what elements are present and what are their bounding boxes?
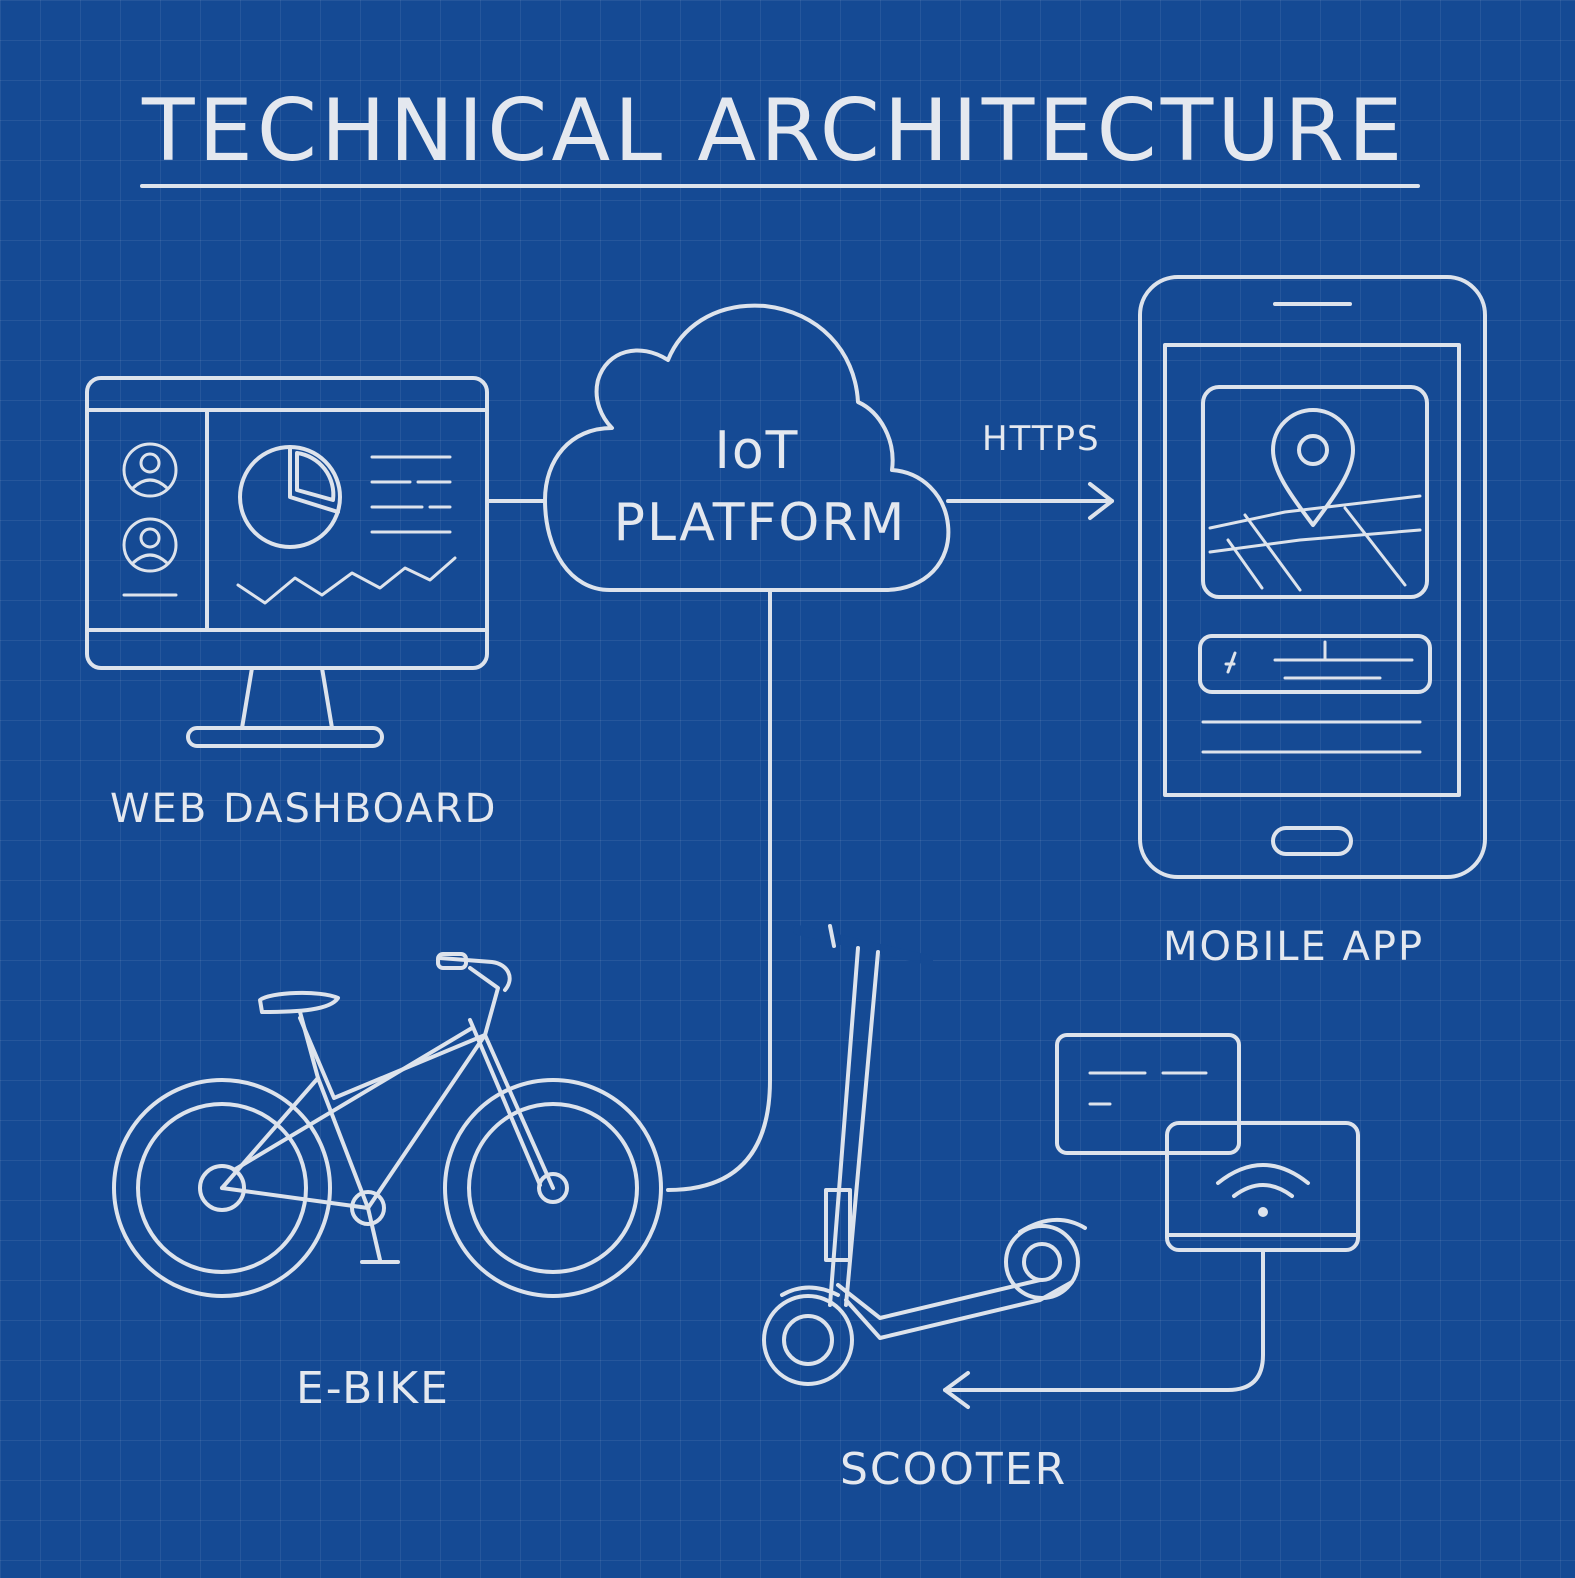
bicycle-icon	[112, 952, 663, 1298]
user-avatar-icon	[122, 517, 178, 573]
cloud-label-line1: IoT	[715, 421, 800, 481]
pie-chart-icon	[238, 445, 342, 549]
scooter-label: SCOOTER	[840, 1444, 1067, 1495]
connector-cloud-devices	[666, 590, 772, 1192]
smartphone-icon	[1138, 275, 1487, 879]
mobile-app-label: MOBILE APP	[1163, 924, 1424, 970]
connector-cloud-mobile	[946, 482, 1114, 520]
wifi-module-icon	[1055, 1033, 1360, 1252]
scooter-icon	[762, 924, 1087, 1386]
https-label: HTTPS	[982, 419, 1101, 459]
monitor-icon	[85, 376, 489, 748]
web-dashboard-label: WEB DASHBOARD	[110, 786, 497, 832]
cloud-icon	[543, 303, 951, 592]
connector-module-scooter	[943, 1248, 1265, 1409]
e-bike-label: E-BIKE	[296, 1363, 450, 1414]
diagram-title: TECHNICAL ARCHITECTURE	[141, 81, 1406, 181]
map-icon	[1201, 385, 1429, 599]
location-pin-icon	[1271, 408, 1355, 527]
cloud-label-line2: PLATFORM	[614, 493, 907, 553]
user-avatar-icon	[122, 442, 178, 498]
